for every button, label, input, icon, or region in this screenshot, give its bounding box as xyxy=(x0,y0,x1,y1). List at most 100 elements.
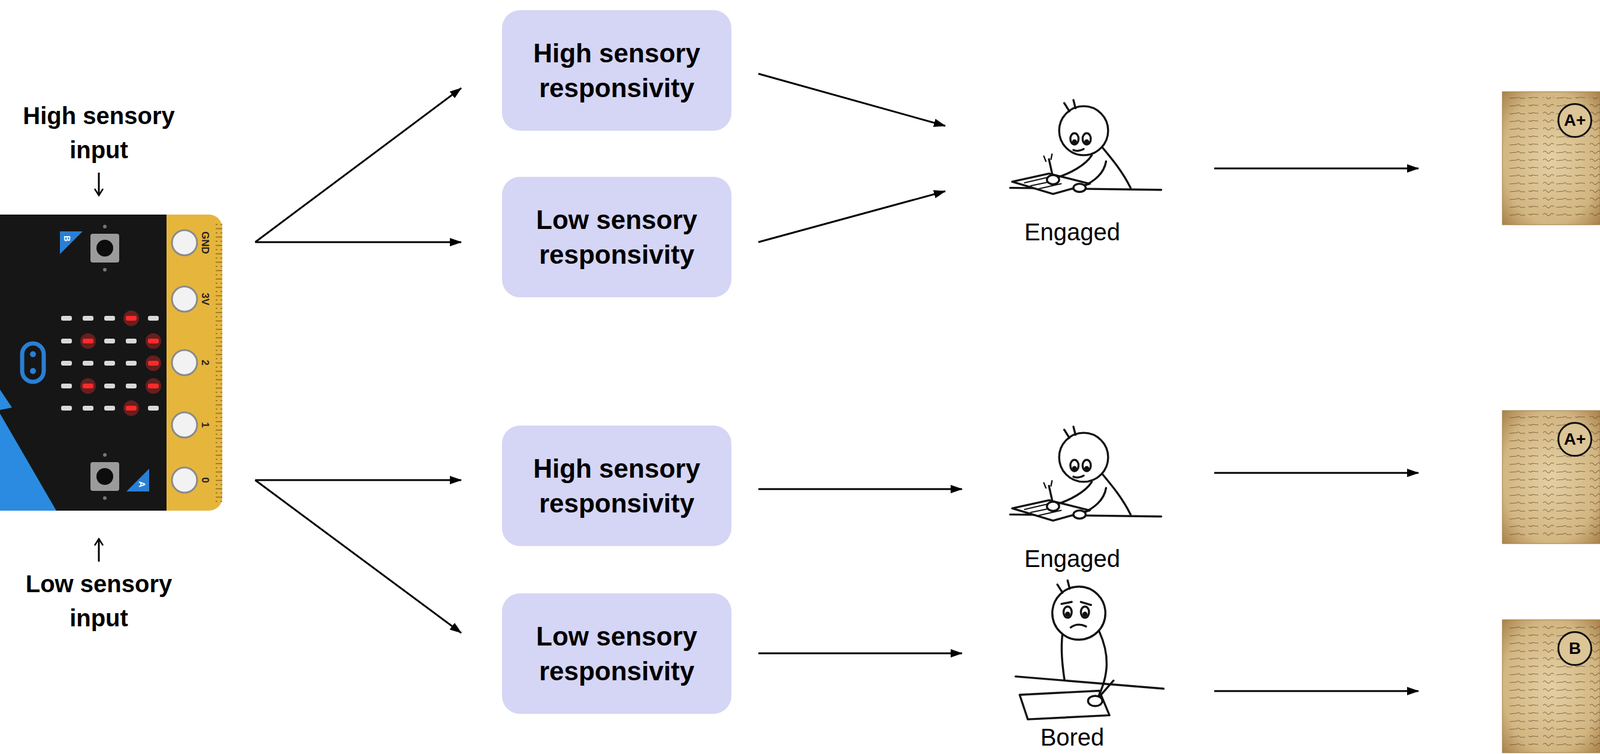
box-label: Low sensory responsivity xyxy=(513,618,720,688)
push-button xyxy=(103,452,107,457)
push-button xyxy=(103,224,107,229)
process-box: High sensory responsivity xyxy=(501,10,732,131)
engaged-student xyxy=(1044,480,1053,488)
graded-paper: B xyxy=(1502,619,1600,753)
led-matrix xyxy=(104,360,116,366)
connector-arrow xyxy=(255,479,462,482)
led-matrix xyxy=(80,377,96,394)
engaged-student xyxy=(1083,487,1106,513)
bored-student xyxy=(1070,624,1087,628)
pin-label: GND xyxy=(200,231,211,254)
board-logo xyxy=(29,351,36,358)
led-matrix xyxy=(147,405,159,411)
engaged-student xyxy=(1070,459,1079,471)
grade-mark: B xyxy=(1557,630,1593,666)
board-logo xyxy=(29,367,36,374)
engaged-student xyxy=(1073,510,1086,519)
led-matrix xyxy=(82,360,94,366)
led-matrix xyxy=(125,338,137,344)
pin-label: 1 xyxy=(200,421,211,428)
bored-student xyxy=(1099,679,1114,697)
engaged-student xyxy=(1009,426,1161,521)
bored-student xyxy=(1065,611,1071,617)
engaged-student xyxy=(1009,100,1161,195)
microbit-board xyxy=(166,214,223,511)
engaged-student xyxy=(1059,432,1109,482)
board-stripe xyxy=(0,389,57,511)
microbit-board xyxy=(0,214,223,511)
led-matrix xyxy=(104,338,116,344)
led-matrix xyxy=(145,355,162,371)
connector-arrow xyxy=(1214,690,1419,692)
input-device: High sensory inputLow sensory input xyxy=(0,95,223,638)
engaged-student xyxy=(1102,146,1131,188)
engaged-student xyxy=(1012,173,1090,195)
state-label: Engaged xyxy=(946,218,1199,246)
button-label: A xyxy=(137,481,147,488)
engaged-student xyxy=(1057,481,1093,504)
led-matrix xyxy=(147,383,159,389)
pin-label: 0 xyxy=(200,476,211,483)
led-matrix xyxy=(145,377,162,394)
graded-paper: A+ xyxy=(1502,91,1600,225)
state-label: Bored xyxy=(946,723,1199,751)
paper-sheet xyxy=(1507,415,1600,540)
button-label: B xyxy=(62,235,72,242)
connector-arrow xyxy=(1214,167,1419,170)
input-label: High sensory input xyxy=(0,98,198,168)
led-matrix xyxy=(125,360,137,366)
push-button xyxy=(96,467,114,485)
led-matrix xyxy=(80,333,96,349)
led-matrix xyxy=(125,383,137,389)
connector-arrow xyxy=(758,73,946,126)
paper-sheet xyxy=(1507,624,1600,749)
state-label: Engaged xyxy=(946,544,1199,573)
paper-sheet xyxy=(1502,91,1600,753)
led-matrix xyxy=(61,383,72,389)
process-box: High sensory responsivity xyxy=(501,425,732,546)
engaged-student xyxy=(1073,183,1086,193)
bored-student xyxy=(1087,695,1103,706)
bored-student xyxy=(1061,601,1091,605)
engaged-student xyxy=(1012,500,1090,521)
pin-pad xyxy=(171,230,198,256)
button-tag xyxy=(59,231,83,254)
engaged-student xyxy=(1071,465,1078,471)
student-figure: Bored xyxy=(946,590,1199,751)
led-matrix xyxy=(82,383,94,389)
led-matrix xyxy=(104,405,116,411)
engaged-student xyxy=(1059,106,1109,156)
bored-student xyxy=(1015,579,1164,719)
pin-pad xyxy=(171,286,198,312)
pin-pad xyxy=(171,412,198,438)
led-matrix xyxy=(147,360,159,366)
push-button xyxy=(90,461,120,491)
paper-sheet xyxy=(1502,91,1600,225)
box-label: Low sensory responsivity xyxy=(513,202,720,271)
board-stripe xyxy=(0,413,57,511)
input-label: Low sensory input xyxy=(0,566,198,635)
bored-student xyxy=(1019,690,1110,719)
pin-label: 2 xyxy=(200,359,211,365)
led-matrix xyxy=(104,315,116,321)
engaged-student xyxy=(1084,138,1090,145)
engaged-student xyxy=(1102,473,1131,514)
input-arrow xyxy=(98,172,101,196)
push-button xyxy=(90,233,120,263)
connector-arrow xyxy=(255,241,462,244)
connector-arrow xyxy=(758,652,963,655)
grade-mark: A+ xyxy=(1557,421,1593,457)
engaged-student xyxy=(1047,501,1060,511)
button-tag xyxy=(59,231,150,492)
pin-pad xyxy=(171,230,198,493)
pin-pad xyxy=(171,349,198,375)
led-matrix xyxy=(61,315,72,321)
connector-arrow xyxy=(255,88,462,243)
engaged-student xyxy=(1064,100,1076,112)
input-arrow xyxy=(98,538,101,562)
led-matrix xyxy=(82,315,94,321)
microbit-board xyxy=(215,222,223,502)
microbit-board xyxy=(0,214,223,511)
